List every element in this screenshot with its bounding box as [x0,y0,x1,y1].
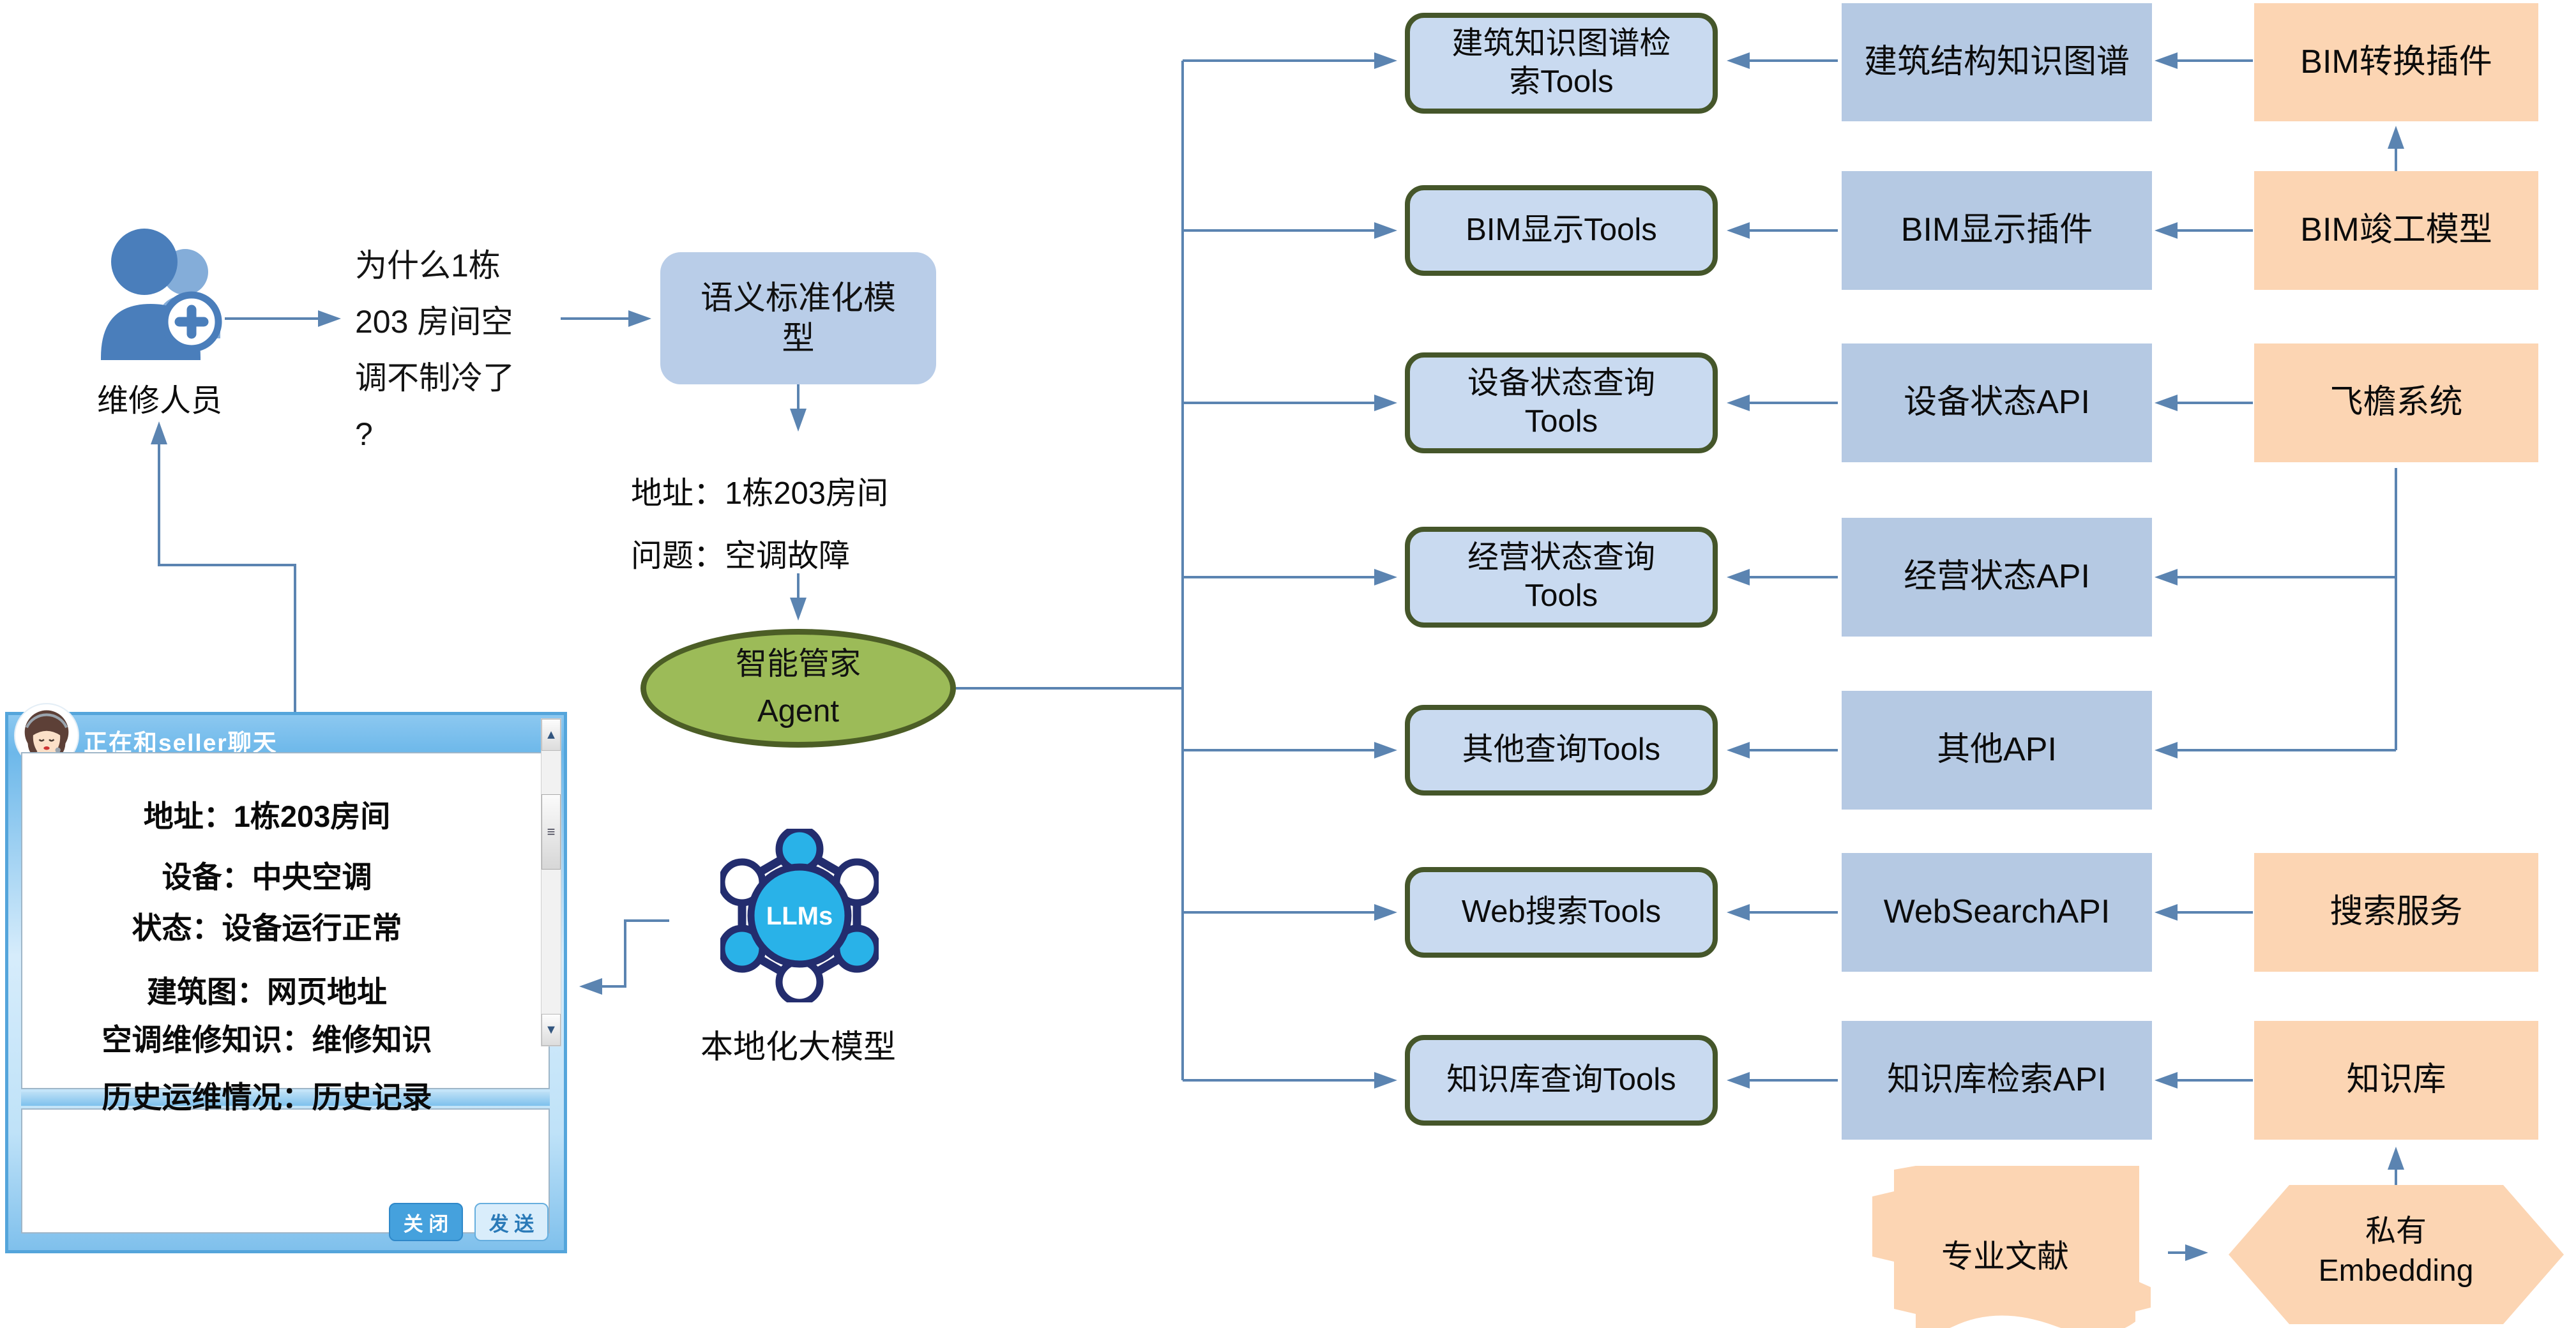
extracted-issue-text: 问题：空调故障 [631,539,851,573]
api-box-other: 其他API [1842,691,2152,810]
chat-message-area [21,752,550,1089]
tool-box-kg-retrieval: 建筑知识图谱检索Tools [1405,13,1718,114]
tool-box-web-search: Web搜索Tools [1405,867,1718,958]
source-box-feiyan-system: 飞檐系统 [2254,343,2538,462]
tool-box-knowledge-query: 知识库查询Tools [1405,1035,1718,1126]
chat-avatar [14,703,79,768]
chat-window: 正在和seller聊天 地址：1栋203房间 设备：中央空调 状态：设备运行正常… [5,703,567,1253]
agent-title: 智能管家 [735,647,861,682]
source-box-knowledge-base: 知识库 [2254,1021,2538,1140]
scrollbar-up-icon[interactable]: ▲ [542,719,561,751]
chat-scrollbar[interactable]: ▲ ≡ ▼ [541,718,561,1046]
chat-input[interactable] [21,1108,550,1234]
chat-message: 建筑图：网页地址 [147,975,387,1009]
chat-message: 设备：中央空调 [162,860,372,894]
scrollbar-thumb[interactable]: ≡ [542,794,561,870]
chat-divider [21,1092,550,1106]
documents-shape [1872,1166,2151,1328]
llm-network-icon: LLMs [720,829,879,1002]
api-box-bim-display-plugin: BIM显示插件 [1842,171,2152,290]
scrollbar-down-icon[interactable]: ▼ [542,1014,561,1046]
maintenance-person-icon [101,229,222,360]
source-box-bim-asbuilt-model: BIM竣工模型 [2254,171,2538,290]
close-button[interactable]: 关 闭 [389,1203,463,1241]
api-box-business-status: 经营状态API [1842,518,2152,637]
documents-label: 专业文献 [1941,1239,2069,1274]
source-box-search-service: 搜索服务 [2254,853,2538,972]
agent-subtitle: Agent [757,694,840,728]
send-button[interactable]: 发 送 [474,1203,549,1241]
local-llm-label: 本地化大模型 [700,1029,896,1065]
tool-box-business-status: 经营状态查询Tools [1405,527,1718,628]
api-box-knowledge-retrieval: 知识库检索API [1842,1021,2152,1140]
question-line: 为什么1栋 [355,248,501,283]
chat-message: 地址：1栋203房间 [143,799,391,833]
tool-box-other-query: 其他查询Tools [1405,705,1718,796]
api-box-device-status: 设备状态API [1842,343,2152,462]
api-box-structure-kg: 建筑结构知识图谱 [1842,3,2152,121]
api-box-websearch: WebSearchAPI [1842,853,2152,972]
chat-message: 历史运维情况：历史记录 [102,1080,432,1114]
maintenance-person-label: 维修人员 [96,384,222,418]
embedding-hexagon-shape [2229,1185,2564,1324]
user-question-text: 为什么1栋 203 房间空 调不制冷了 ? [355,238,515,462]
question-line: ? [355,416,373,452]
chat-message: 状态：设备运行正常 [132,911,402,945]
embedding-label: 私有 Embedding [2318,1214,2474,1288]
extracted-address-text: 地址：1栋203房间 [631,476,889,511]
smart-butler-agent-ellipse: 智能管家 Agent [640,629,956,748]
source-box-bim-conversion-plugin: BIM转换插件 [2254,3,2538,121]
chat-window-title: 正在和seller聊天 [84,730,278,756]
tool-box-device-status: 设备状态查询Tools [1405,352,1718,453]
semantic-model-box: 语义标准化模型 [660,252,936,384]
llm-icon-label: LLMs [766,902,833,930]
tool-box-bim-display: BIM显示Tools [1405,185,1718,276]
question-line: 调不制冷了 [355,360,515,396]
chat-message: 空调维修知识：维修知识 [102,1023,432,1057]
question-line: 203 房间空 [355,304,513,340]
